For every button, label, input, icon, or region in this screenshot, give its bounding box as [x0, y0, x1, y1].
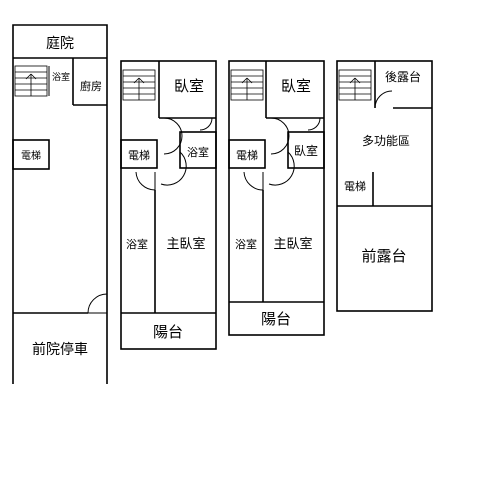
room-bedroom-label: 臥室	[174, 77, 204, 95]
floor-4-stairs-icon	[338, 69, 372, 101]
room-rear-terrace-label: 後露台	[385, 69, 421, 84]
room-master-bedroom-label: 主臥室	[273, 236, 312, 252]
floor-2-corridor-door	[160, 151, 187, 186]
room-elevator-label: 電梯	[344, 180, 366, 193]
floor-2-stairs-icon	[122, 69, 156, 101]
room-bath-large-label: 浴室	[126, 237, 148, 251]
room-elevator-label: 電梯	[128, 149, 150, 162]
floor-2-bath-small	[179, 131, 217, 169]
floor-3-bedroom-mid	[287, 131, 325, 169]
floor-3: 臥室 臥室 電梯 浴室 主臥室 陽台	[228, 60, 325, 336]
floor-1: 庭院 浴室 廚房 電梯 前院停車	[12, 24, 108, 384]
floor-2-stair-door	[163, 117, 183, 155]
floor-2-elevator-door	[135, 171, 156, 191]
room-kitchen-label: 廚房	[80, 79, 102, 93]
room-balcony-label: 陽台	[153, 323, 183, 341]
room-master-bedroom-label: 主臥室	[166, 236, 205, 252]
floor-2-bath-door	[199, 117, 213, 131]
room-parking-label: 前院停車	[32, 341, 88, 358]
room-elevator-label: 電梯	[236, 149, 258, 162]
floor-4: 後露台 多功能區 電梯 前露台	[336, 60, 433, 312]
room-bedroom-top-label: 臥室	[281, 77, 311, 95]
floor-1-outline	[12, 24, 108, 384]
floor-3-bedroom-door	[307, 117, 321, 131]
room-multi-purpose-label: 多功能區	[362, 134, 410, 148]
floor-3-stairs-icon	[230, 69, 264, 101]
floor-1-parking-door	[87, 293, 108, 314]
floor-1-stairs-icon	[14, 65, 48, 97]
room-balcony-label: 陽台	[261, 310, 291, 328]
floor-3-elevator-door	[243, 171, 264, 191]
room-bedroom-mid-label: 臥室	[294, 143, 318, 158]
floor-1-elevator	[12, 139, 50, 170]
floor-4-outline	[336, 60, 433, 312]
floor-4-terrace-door	[374, 90, 393, 109]
room-bath-large-label: 浴室	[235, 237, 257, 251]
floor-3-corridor-door	[268, 151, 295, 186]
floor-3-outline	[228, 60, 325, 336]
floor-2-outline	[120, 60, 217, 350]
floor-2-elevator	[120, 139, 158, 169]
floor-2: 臥室 浴室 電梯 浴室 主臥室 陽台	[120, 60, 217, 350]
room-elevator-label: 電梯	[21, 149, 41, 162]
room-bath-label: 浴室	[52, 71, 70, 83]
floor-3-stair-door	[270, 117, 290, 155]
room-bath-small-label: 浴室	[187, 145, 209, 159]
floor-3-elevator	[228, 139, 266, 169]
room-courtyard-label: 庭院	[46, 35, 74, 52]
room-front-terrace-label: 前露台	[361, 247, 406, 265]
